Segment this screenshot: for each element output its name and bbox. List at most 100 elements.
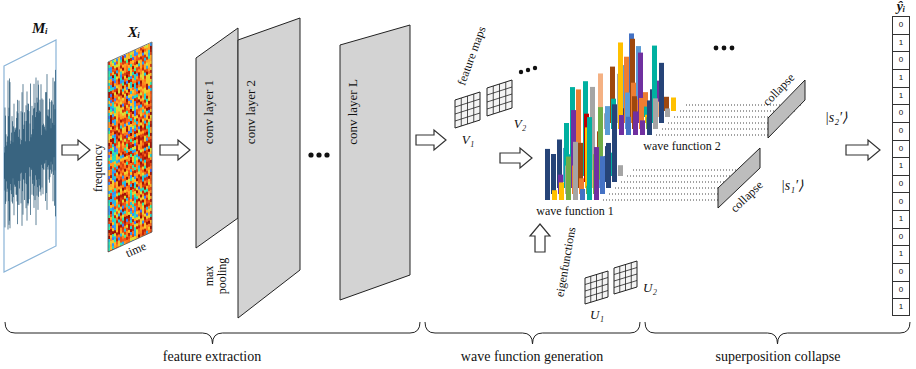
cell-value: 0: [899, 286, 903, 294]
cell-value: 0: [899, 180, 903, 188]
diagram-label: wave function 2: [643, 140, 720, 153]
amplitude-bar: [587, 117, 592, 200]
vector-cell: 0: [893, 228, 909, 245]
vector-cell: 1: [893, 210, 909, 227]
conv-layer-panel: [238, 18, 300, 318]
diagram-label: wave function 1: [536, 205, 613, 218]
hollow-arrow: [62, 130, 880, 252]
waveform-stroke: [43, 124, 44, 170]
waveform-stroke: [8, 80, 9, 229]
amplitude-bar: [619, 115, 624, 135]
waveform-stroke: [10, 82, 11, 228]
amplitude-bar: [551, 154, 556, 194]
waveform-stroke: [50, 118, 51, 169]
vector-cell: 0: [893, 192, 909, 209]
vector-cell: 1: [893, 245, 909, 262]
waveform-stroke: [42, 98, 43, 187]
vector-cell: 1: [893, 157, 909, 174]
cell-value: 0: [899, 145, 903, 153]
cell-value: 1: [899, 250, 903, 258]
diagram-label: wave function generation: [461, 349, 603, 364]
dotted-plane: [656, 135, 772, 136]
cell-value: 0: [899, 198, 903, 206]
waveform-stroke: [23, 84, 24, 215]
waveform-stroke: [48, 110, 49, 170]
waveform-stroke: [4, 147, 5, 190]
diagram-label: max pooling: [203, 251, 229, 301]
amplitude-bar: [665, 108, 670, 117]
waveform-stroke: [51, 100, 52, 173]
amplitude-bar: [545, 149, 550, 200]
cell-value: 1: [899, 162, 903, 170]
vector-cell: 1: [893, 34, 909, 51]
waveform-stroke: [41, 84, 42, 195]
diagram-label: feature extraction: [163, 349, 261, 364]
cell-value: 1: [899, 215, 903, 223]
waveform-stroke: [25, 121, 26, 183]
waveform-stroke: [20, 139, 21, 181]
amplitude-bar: [633, 111, 638, 135]
output-vector: ŷᵢ01011000100101001: [892, 16, 910, 316]
vector-cell: 0: [893, 263, 909, 280]
dotted-plane: [621, 182, 741, 183]
waveform-stroke: [5, 107, 6, 227]
vector-cell: 0: [893, 175, 909, 192]
waveform-stroke: [53, 78, 54, 202]
amplitude-bar: [626, 117, 631, 135]
conv-layer-panel: [340, 25, 410, 300]
diagram-label: U₂: [643, 281, 657, 295]
matrix-grid: [487, 80, 512, 116]
amplitude-bar: [659, 63, 664, 123]
vector-cell: 0: [893, 16, 909, 33]
diagram-label: conv layer 1: [202, 80, 216, 144]
vector-cell: 0: [893, 281, 909, 298]
amplitude-bar: [573, 142, 578, 200]
matrix-grids: [455, 80, 637, 304]
cell-value: 0: [899, 21, 903, 29]
diagram-label: Mᵢ: [32, 20, 48, 37]
dotted-plane: [615, 188, 735, 189]
waveform-stroke: [15, 128, 16, 187]
waveform-stroke: [49, 99, 50, 183]
amplitude-bar: [612, 104, 617, 182]
waveform-stroke: [38, 85, 39, 197]
waveform-stroke: [28, 104, 29, 203]
waveform-stroke: [53, 105, 54, 175]
diagram-label: conv layer 2: [244, 80, 258, 144]
dotted-plane: [668, 123, 784, 124]
waveform-stroke: [34, 84, 35, 208]
diagram-label: U₁: [590, 308, 604, 322]
waveform-stroke: [50, 102, 51, 177]
diagram-label: V₂: [514, 117, 526, 131]
cell-value: 0: [899, 233, 903, 241]
waveform-stroke: [32, 115, 33, 184]
vector-cell: 0: [893, 140, 909, 157]
matrix-grid: [455, 92, 480, 128]
waveform-stroke: [21, 111, 22, 203]
amplitude-bar: [606, 143, 611, 188]
cell-value: 0: [899, 109, 903, 117]
waveform-stroke: [36, 78, 37, 226]
waveform-stroke: [37, 98, 38, 196]
vector-cell: 0: [893, 122, 909, 139]
cell-value: 1: [899, 92, 903, 100]
cell-value: 0: [899, 268, 903, 276]
amplitude-bar: [647, 100, 652, 135]
waveform-stroke: [17, 100, 18, 224]
diagram-label: frequency: [92, 144, 105, 192]
matrix-grid: [614, 261, 637, 294]
diagram-label: conv layer L: [346, 79, 360, 145]
dotted-plane: [633, 170, 754, 171]
vector-cell: 1: [893, 298, 909, 315]
diagram-label: V₁: [462, 133, 474, 147]
diagram-label: time: [124, 240, 149, 261]
waveform-stroke: [19, 101, 20, 205]
waveform-stroke: [12, 121, 13, 203]
amplitude-bar: [559, 182, 564, 200]
vector-cell: 1: [893, 87, 909, 104]
cell-value: 0: [899, 127, 903, 135]
waveform-stroke: [27, 91, 28, 220]
waveform-stroke: [30, 84, 31, 215]
waveform-frame: [4, 40, 56, 272]
